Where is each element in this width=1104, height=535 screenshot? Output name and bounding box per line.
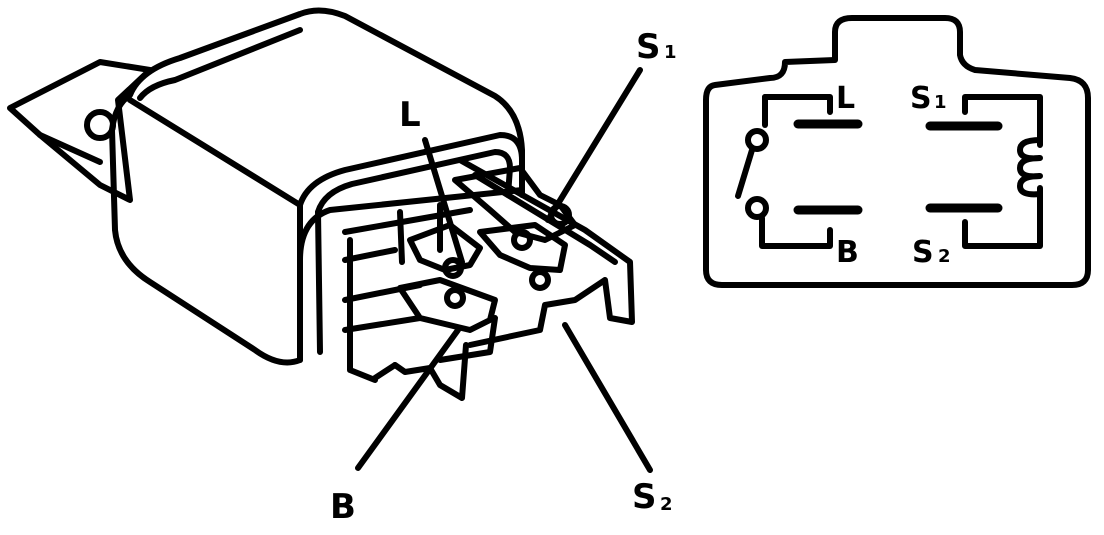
relay-label-l: L — [399, 95, 421, 135]
leader-lines — [355, 67, 653, 473]
svg-text:S: S — [910, 81, 932, 116]
svg-text:1: 1 — [664, 42, 677, 63]
terminal-blade-long — [457, 157, 635, 348]
schematic-outline — [703, 15, 1091, 288]
schematic — [703, 15, 1091, 288]
svg-text:S: S — [636, 27, 661, 67]
schematic-label-l: L — [836, 81, 855, 116]
svg-text:2: 2 — [660, 494, 673, 515]
relay-label-b: B — [330, 487, 356, 527]
leader-s1 — [545, 67, 643, 223]
mounting-bracket — [7, 59, 153, 203]
terminal-blade-lower — [392, 342, 469, 401]
switch-contact-top — [745, 128, 769, 152]
svg-text:2: 2 — [938, 246, 951, 267]
leader-l — [422, 137, 465, 265]
switch-arm — [735, 147, 755, 199]
switch-contact-bottom — [745, 196, 769, 220]
end-cap — [297, 132, 525, 363]
terminal-s2 — [477, 222, 568, 273]
relay-label-s2: S 2 — [632, 477, 673, 517]
housing-outline — [109, 7, 525, 366]
svg-text:S: S — [632, 477, 657, 517]
schematic-label-s1: S 1 — [910, 81, 947, 116]
svg-text:1: 1 — [934, 92, 947, 113]
leader-b — [355, 327, 461, 471]
coil — [1017, 137, 1043, 198]
svg-text:S: S — [912, 235, 934, 270]
schematic-label-s2: S 2 — [912, 235, 951, 270]
schematic-label-b: B — [836, 235, 859, 270]
relay-body — [7, 7, 635, 401]
mounting-hole — [84, 109, 116, 141]
relay-label-s1: S 1 — [636, 27, 677, 67]
terminal-b — [397, 277, 498, 333]
leader-s2 — [562, 322, 653, 473]
